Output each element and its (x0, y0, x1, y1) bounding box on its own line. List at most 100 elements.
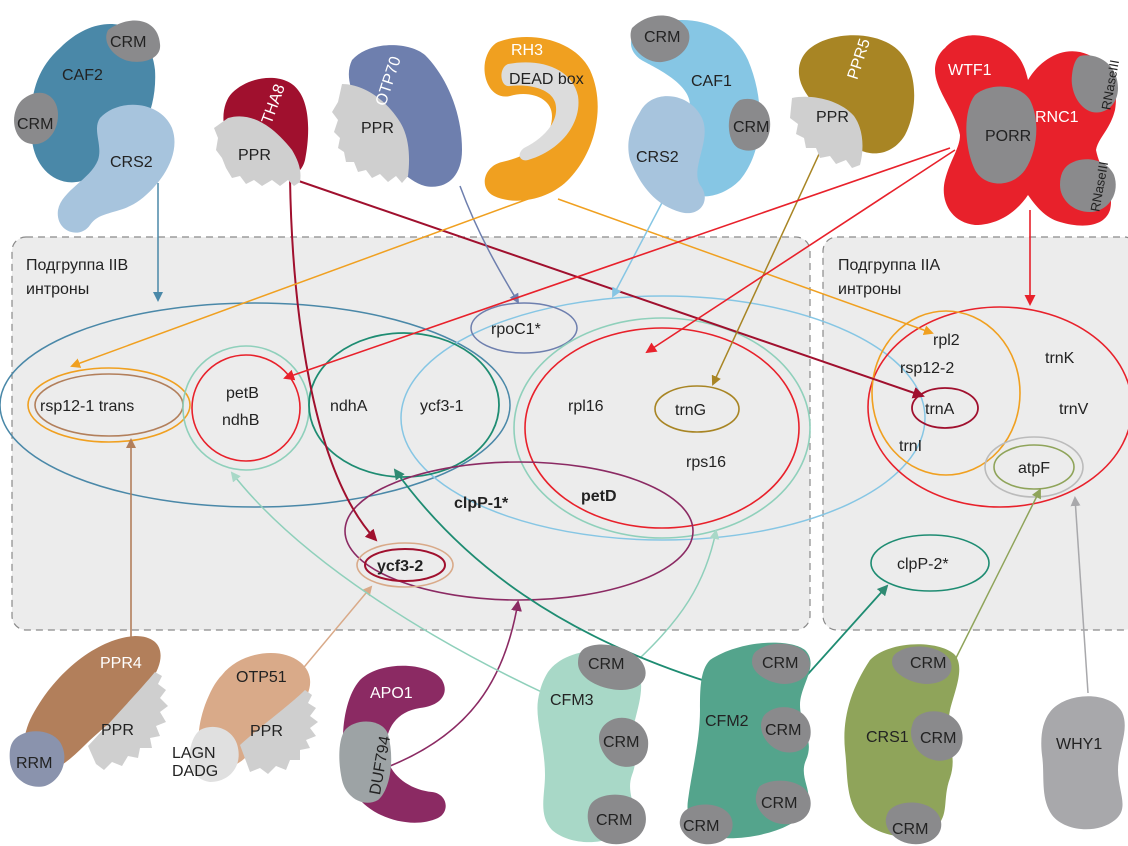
ppr5-ppr-domain (790, 96, 863, 168)
protein-cfm2: CRM CFM2 CRM CRM CRM (679, 642, 811, 845)
protein-why1: WHY1 (1041, 696, 1125, 830)
intron-rps16-label: rps16 (686, 454, 726, 471)
caf1-crm-domain-right (728, 98, 771, 151)
protein-otp70: OTP70 PPR (332, 45, 462, 187)
intron-clpp2-label: clpP-2* (897, 556, 949, 573)
cfm2-crm-domain-bottom (679, 804, 733, 845)
why1-shape (1041, 696, 1125, 830)
ppr5-target-ellipse (654, 385, 740, 433)
crs1-crm-label-top: CRM (910, 655, 946, 672)
tha8-target-ellipse (364, 548, 446, 582)
rnc1-label: RNC1 (1035, 109, 1079, 126)
intron-labels: rsp12-1 trans petB ndhB ndhA ycf3-1 rpoC… (40, 321, 1089, 575)
wtf1-target-ellipse-rpl16 (524, 327, 800, 529)
cfm3-shape (537, 650, 642, 843)
intron-trng-label: trnG (675, 402, 706, 419)
arrow-cfm2-ndha (393, 468, 736, 691)
protein-cfm3: CRM CFM3 CRM CRM (537, 644, 649, 845)
otp51-dadg-label: DADG (172, 763, 218, 780)
intron-clpp1-label: clpP-1* (454, 495, 509, 512)
group-iia-subtitle: интроны (838, 281, 901, 298)
protein-caf1: CRM CAF1 CRM (630, 15, 771, 197)
crs1-crm-domain-top (892, 646, 952, 684)
wtf1-target-ellipse-petb (191, 354, 301, 462)
caf2-crm-domain-left (14, 92, 59, 145)
intron-rsp12-1-label: rsp12-1 trans (40, 398, 134, 415)
cfm2-crm-domain-right (755, 780, 811, 825)
protein-ppr4: PPR4 PPR RRM (9, 636, 168, 787)
wtf1-target-ellipse-iia (867, 306, 1128, 508)
intron-rpoc1-label: rpoC1* (491, 321, 541, 338)
otp51-lagn-label: LAGN (172, 745, 216, 762)
crs1-shape (844, 644, 960, 837)
cfm2-crm-label-4: CRM (683, 818, 719, 835)
ppr5-shape (798, 35, 915, 154)
wtf1-label: WTF1 (948, 62, 992, 79)
protein-otp51: OTP51 PPR LAGN DADG (172, 653, 318, 782)
crs1-crm-label-bottom: CRM (892, 821, 928, 838)
otp70-ppr-label: PPR (361, 120, 394, 137)
intron-ndha-label: ndhA (330, 398, 368, 415)
cfm2-crm-domain-top (752, 643, 810, 684)
intron-rpl16-label: rpl16 (568, 398, 604, 415)
caf2-crm-domain-top (106, 20, 161, 62)
group-iib-title: Подгруппа IIB (26, 257, 128, 274)
group-iia-title: Подгруппа IIA (838, 257, 941, 274)
intron-rsp12-2-label: rsp12-2 (900, 360, 954, 377)
protein-tha8: THA8 PPR (214, 77, 309, 186)
cfm2-crm-label-1: CRM (762, 655, 798, 672)
caf1-crm-label-right: CRM (733, 119, 769, 136)
protein-crs1: CRM CRS1 CRM CRM (844, 644, 963, 845)
crs2-right-shape (628, 96, 705, 214)
caf2-crs2-target-ellipse (0, 302, 511, 508)
cfm3-crm-domain-top (578, 644, 646, 690)
arrow-apo1-clpp1 (384, 600, 522, 769)
intron-petd-label: petD (581, 488, 617, 505)
rh3-dead-box-domain (501, 62, 579, 161)
caf2-crm-label-top: CRM (110, 34, 146, 51)
arrow-cfm3-petb (230, 471, 549, 696)
crs2-left-label: CRS2 (110, 154, 153, 171)
protein-ppr5: PPR5 PPR (790, 35, 915, 168)
arrow-why1-atpf (1070, 496, 1089, 694)
arrow-otp51-ycf3-2 (299, 585, 373, 673)
ppr4-rrm-domain (9, 731, 65, 787)
cfm3-target-ellipse-rpl16 (513, 317, 811, 539)
cfm3-crm-domain-bottom (587, 794, 646, 845)
intron-ellipses-iia (867, 306, 1128, 592)
intron-trnk-label: trnK (1045, 350, 1075, 367)
group-iib-subtitle: интроны (26, 281, 89, 298)
arrow-rh3-rsp12-1 (70, 198, 529, 368)
crs1-crm-domain-bottom (885, 802, 942, 845)
cfm2-crm-label-2: CRM (765, 722, 801, 739)
rnase3-domain-bottom (1060, 159, 1116, 213)
ppr4-label: PPR4 (100, 655, 142, 672)
arrow-rh3-iia (557, 198, 934, 336)
arrow-ppr5-trng (711, 125, 833, 386)
caf2-crm-label-left: CRM (17, 116, 53, 133)
arrows (70, 125, 1089, 769)
intron-rpl2-label: rpl2 (933, 332, 960, 349)
caf1-shape (630, 20, 760, 197)
cfm3-label: CFM3 (550, 692, 594, 709)
otp51-ppr-domain (240, 690, 318, 774)
otp70-target-ellipse (470, 302, 578, 354)
arrow-otp70-rpoc1 (459, 185, 520, 304)
cfm3-crm-label-mid: CRM (603, 734, 639, 751)
otp51-ppr-label: PPR (250, 723, 283, 740)
ppr4-shape (23, 636, 161, 774)
arrow-crs1-atpf (954, 488, 1041, 661)
cfm2-crm-domain-mid (760, 707, 811, 753)
caf1-crm-label-top: CRM (644, 29, 680, 46)
group-iia: Подгруппа IIA интроны (822, 236, 1128, 631)
arrow-cfm3-rpl16 (639, 529, 720, 659)
caf1-label: CAF1 (691, 73, 732, 90)
apo1-duf794-domain (339, 721, 392, 803)
caf1-crs2-target-ellipse (400, 295, 926, 541)
cfm2-label: CFM2 (705, 713, 749, 730)
intron-ycf3-1-label: ycf3-1 (420, 398, 464, 415)
rh3-target-ellipse-iia (871, 310, 1021, 476)
crs2-left-shape (57, 104, 175, 233)
intron-trna-label: trnA (925, 401, 955, 418)
caf1-crm-domain-top (630, 15, 690, 63)
